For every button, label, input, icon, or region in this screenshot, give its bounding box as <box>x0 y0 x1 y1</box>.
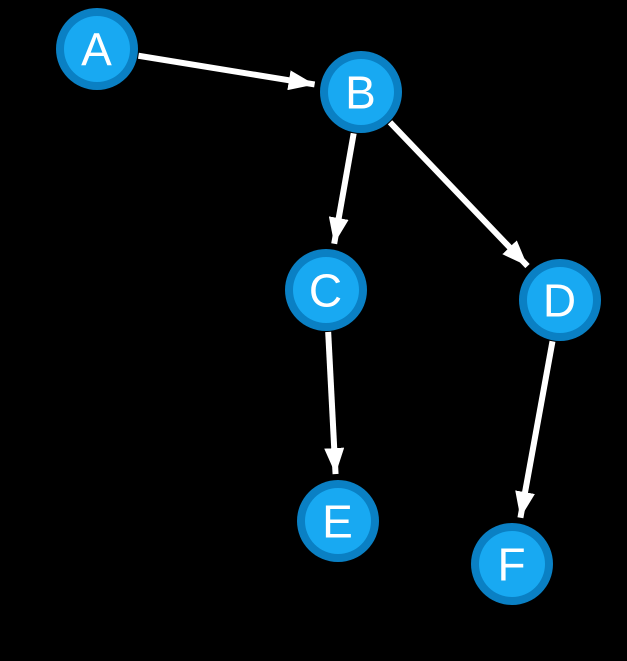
graph-node-a[interactable]: A <box>56 8 138 90</box>
edge-C-E-arrow <box>324 331 345 475</box>
edge-D-F-arrow <box>515 340 556 519</box>
graph-node-d[interactable]: D <box>519 259 601 341</box>
edge-B-D-arrow <box>387 120 530 269</box>
node-d-circle <box>527 267 593 333</box>
graph-node-b[interactable]: B <box>320 51 402 133</box>
graph-node-c[interactable]: C <box>285 249 367 331</box>
node-c-circle <box>293 257 359 323</box>
node-a-circle <box>64 16 130 82</box>
edge-B-C-arrow <box>328 132 357 245</box>
node-b-circle <box>328 59 394 125</box>
node-f-circle <box>479 531 545 597</box>
graph-node-f[interactable]: F <box>471 523 553 605</box>
graph-node-e[interactable]: E <box>297 480 379 562</box>
edge-A-B-arrow <box>137 52 316 91</box>
node-e-circle <box>305 488 371 554</box>
